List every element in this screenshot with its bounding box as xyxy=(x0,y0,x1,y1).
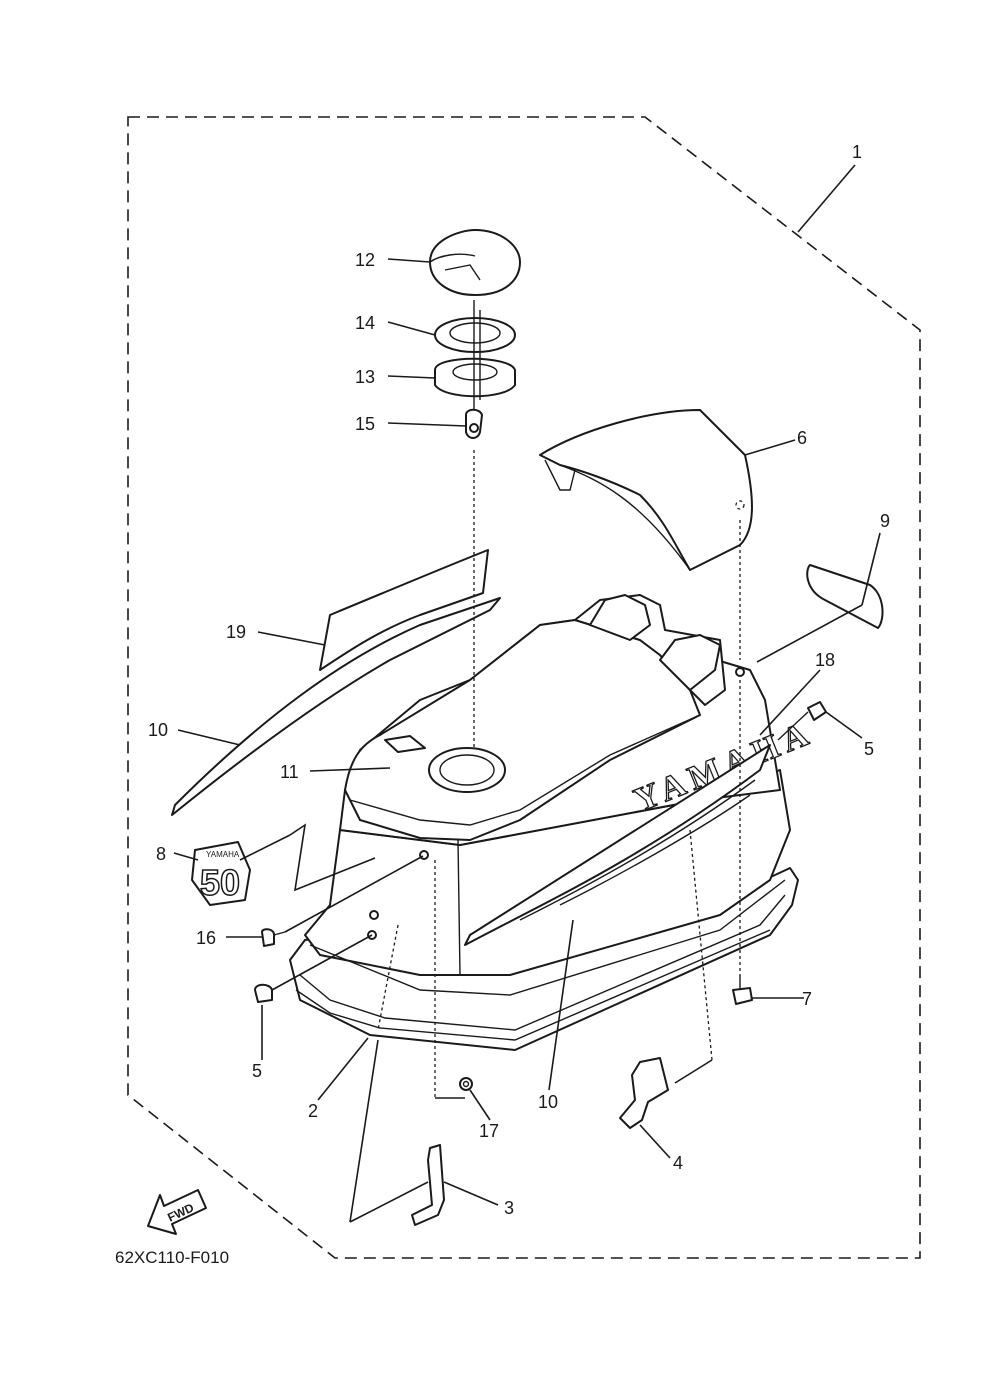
bolt-7 xyxy=(732,975,753,1005)
callout-13: 13 xyxy=(355,367,375,387)
callout-11: 11 xyxy=(280,762,299,782)
emblem-plate xyxy=(806,564,884,629)
callout-10-upper: 10 xyxy=(148,720,168,740)
top-cowling: YAMAHA xyxy=(304,594,819,996)
bracket-4 xyxy=(619,1057,669,1129)
decal-19 xyxy=(319,549,489,671)
filler-cap-assembly xyxy=(429,229,521,439)
model-badge: YAMAHA 50 xyxy=(191,841,251,906)
side-decal-strip xyxy=(171,597,501,816)
callout-19: 19 xyxy=(226,622,246,642)
callout-5-right: 5 xyxy=(864,739,874,759)
callout-9: 9 xyxy=(880,511,890,531)
callout-17: 17 xyxy=(479,1121,499,1141)
callout-5-left: 5 xyxy=(252,1061,262,1081)
callout-7: 7 xyxy=(802,989,812,1009)
callout-18: 18 xyxy=(815,650,835,670)
screw-16 xyxy=(261,928,286,947)
grommet-17 xyxy=(459,1077,473,1091)
figure-code: 62XC110-F010 xyxy=(115,1248,229,1267)
callout-12: 12 xyxy=(355,250,375,270)
badge-brand-text: YAMAHA xyxy=(206,850,240,859)
callout-10-lower: 10 xyxy=(538,1092,558,1112)
caution-label xyxy=(384,735,426,753)
callout-3: 3 xyxy=(504,1198,514,1218)
fwd-arrow-icon: FWD xyxy=(147,1189,207,1235)
screw-5-left xyxy=(254,983,273,1003)
assembly-boundary xyxy=(127,116,921,1259)
badge-model-text: 50 xyxy=(200,862,240,903)
callout-8: 8 xyxy=(156,844,166,864)
callout-4: 4 xyxy=(673,1153,683,1173)
rear-cover xyxy=(539,409,753,571)
bracket-3 xyxy=(411,1144,445,1226)
callout-6: 6 xyxy=(797,428,807,448)
side-stripe-decal xyxy=(464,744,771,946)
callout-16: 16 xyxy=(196,928,216,948)
callout-2: 2 xyxy=(308,1101,318,1121)
callout-14: 14 xyxy=(355,313,375,333)
callout-15: 15 xyxy=(355,414,375,434)
callout-1: 1 xyxy=(852,142,862,162)
